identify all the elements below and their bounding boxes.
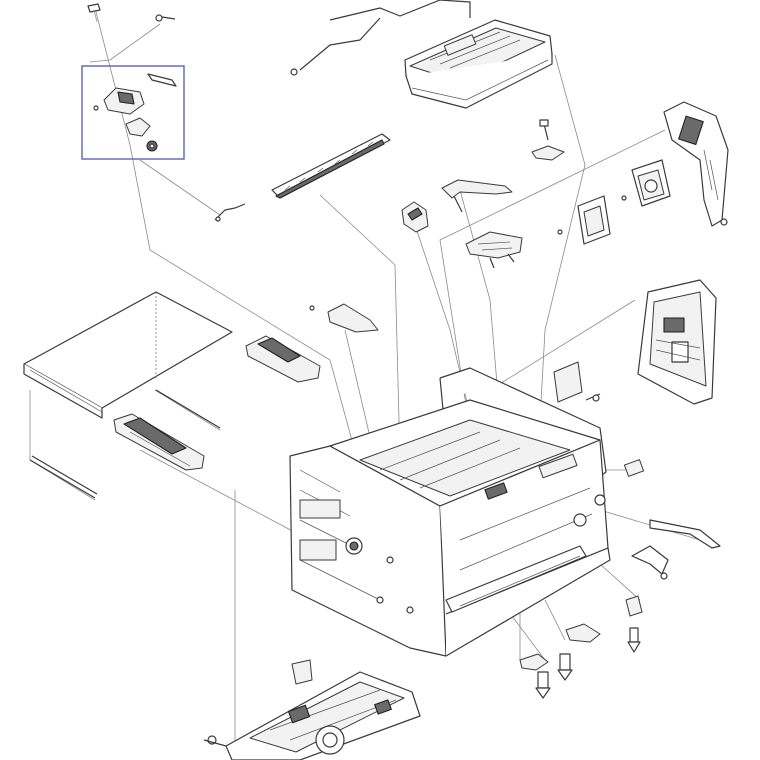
hinge-part (531, 119, 565, 161)
screw-part-small-top (155, 14, 176, 22)
fan-part (621, 159, 671, 207)
lever-part (441, 179, 513, 213)
spring-wire-part (214, 203, 246, 222)
roller-part (623, 459, 645, 477)
formatter-board-assembly (637, 279, 717, 405)
highlight-box (81, 65, 185, 160)
gear-link-part (465, 231, 523, 269)
speaker-part (557, 195, 611, 245)
pickup-arm-part (309, 303, 379, 333)
screw-part-top-left (87, 3, 101, 23)
output-tray-cover (23, 291, 233, 429)
sensor-bracket-part (93, 73, 177, 115)
drive-base-assembly (203, 659, 421, 760)
sensor-flag-part (125, 117, 158, 152)
top-cover-assembly (290, 0, 553, 109)
side-bracket-part (553, 361, 601, 403)
foot-screw-parts (519, 595, 643, 699)
latch-part (401, 201, 429, 233)
main-chassis (289, 367, 611, 657)
guide-rail-part (271, 133, 391, 199)
fan-duct-assembly (663, 101, 729, 227)
rod-part-left (29, 455, 98, 499)
paper-guide-lower (113, 413, 205, 471)
paper-guide-upper (245, 335, 321, 383)
cable-part-right (631, 519, 721, 580)
